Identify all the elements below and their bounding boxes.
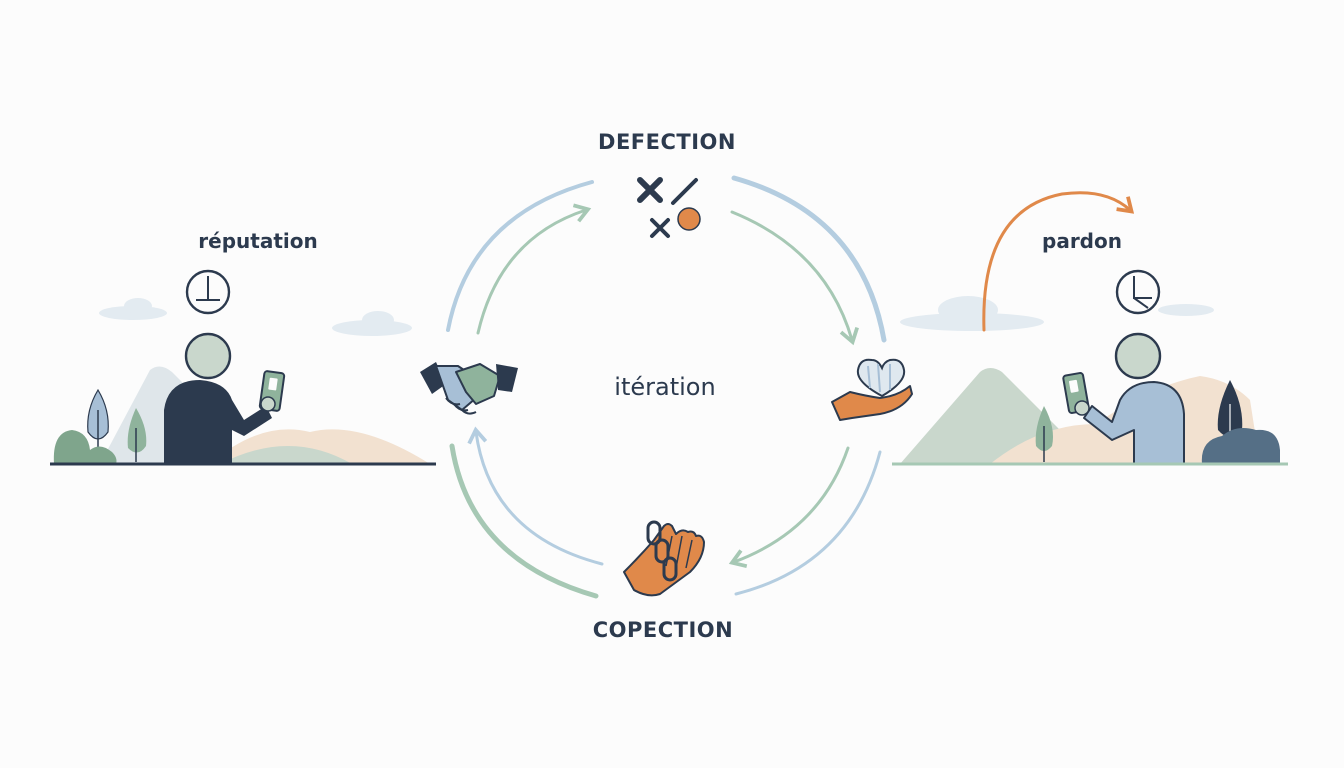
- arc-inner-bottom-right: [728, 446, 850, 569]
- tree: [127, 408, 147, 453]
- cycle-arcs: [446, 175, 887, 599]
- person-right: [1062, 332, 1185, 465]
- bush: [1201, 428, 1280, 464]
- arc-outer-top-left: [446, 180, 594, 332]
- person-left: [164, 332, 286, 464]
- pardon-arrow: [982, 191, 1135, 332]
- handshake-icon: [420, 362, 518, 415]
- clock-icon: [1115, 269, 1161, 315]
- defection-symbols-icon: [637, 177, 701, 238]
- arc-inner-bottom-left: [449, 443, 599, 599]
- left-scene: [50, 269, 436, 466]
- chained-hand-icon: [623, 520, 705, 597]
- center-label-iteration: itération: [614, 373, 716, 401]
- right-scene: [892, 191, 1288, 466]
- hill: [220, 446, 352, 464]
- arc-outer-top-right: [731, 175, 887, 343]
- side-label-pardon: pardon: [1042, 229, 1122, 253]
- arc-outer-bottom-right: [734, 450, 882, 596]
- arc-inner-top-left: [476, 203, 592, 335]
- cloud: [1158, 304, 1214, 316]
- node-label-cooperation: COPECTION: [592, 618, 734, 642]
- node-label-defection: DEFECTION: [598, 130, 736, 154]
- arc-inner-top-right: [730, 210, 859, 346]
- bush: [53, 430, 117, 464]
- arc-outer-bottom-left: [467, 426, 604, 566]
- hand-holding-heart-icon: [831, 358, 913, 421]
- side-label-reputation: réputation: [198, 229, 318, 253]
